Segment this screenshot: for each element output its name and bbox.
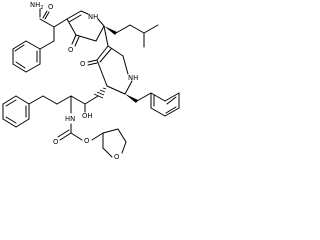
chemical-structure: NH2 O O NH O NH OH HN O O O [2,1,180,161]
ring2-oxo-label: O [80,60,85,68]
ring1-oxo-label: O [68,46,73,54]
atom-labels: NH2 O O NH O NH OH HN O O O [30,1,138,161]
bond-lines [2,8,180,158]
tetrahydrofuran-oxygen-label: O [114,153,119,161]
carbamate-ester-oxygen-label: O [84,137,89,145]
ring2-nh-label: NH [128,74,138,82]
amide-nh2-label: NH2 [30,1,43,11]
carbamate-carbonyl-oxygen-label: O [53,138,58,146]
hydroxyl-label: OH [82,112,92,120]
hashed-bond [93,87,107,99]
ring1-nh-label: NH [88,13,98,21]
amide-oxygen-label: O [48,3,53,11]
carbamate-nh-label: HN [65,115,75,123]
